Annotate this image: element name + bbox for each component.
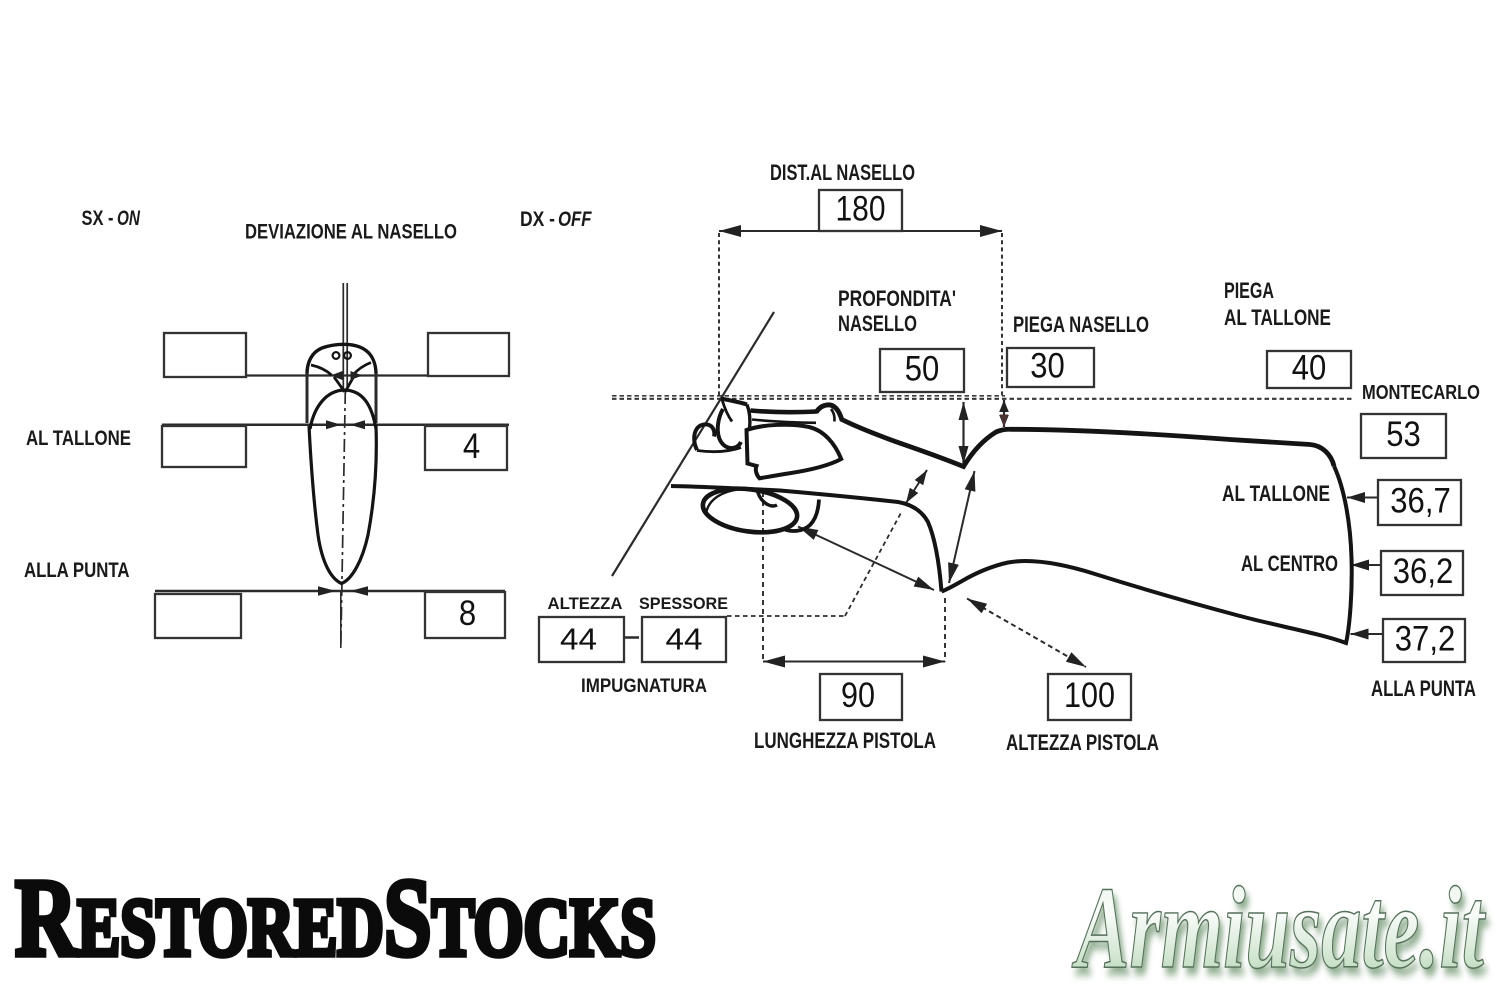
svg-text:PROFONDITA': PROFONDITA' — [838, 286, 956, 311]
svg-text:ALLA PUNTA: ALLA PUNTA — [24, 558, 130, 582]
svg-text:MONTECARLO: MONTECARLO — [1362, 382, 1480, 404]
svg-text:AL TALLONE: AL TALLONE — [1222, 481, 1330, 506]
svg-text:44: 44 — [560, 623, 597, 657]
svg-text:ON: ON — [117, 207, 141, 230]
svg-text:PIEGA: PIEGA — [1224, 278, 1274, 303]
svg-text:30: 30 — [1030, 347, 1065, 386]
svg-text:NASELLO: NASELLO — [838, 311, 917, 336]
svg-text:8: 8 — [459, 594, 476, 633]
svg-text:36,7: 36,7 — [1390, 482, 1451, 521]
svg-text:36,2: 36,2 — [1393, 552, 1454, 591]
svg-text:ALLA PUNTA: ALLA PUNTA — [1371, 676, 1476, 701]
svg-text:44: 44 — [666, 623, 703, 657]
svg-text:50: 50 — [905, 350, 940, 389]
svg-text:100: 100 — [1064, 676, 1115, 715]
svg-text:OFF: OFF — [558, 208, 592, 231]
svg-text:53: 53 — [1386, 415, 1421, 454]
svg-text:90: 90 — [841, 676, 875, 715]
svg-text:40: 40 — [1292, 349, 1327, 388]
svg-text:ALTEZZA: ALTEZZA — [548, 594, 623, 613]
svg-text:DX -: DX - — [520, 208, 555, 231]
svg-text:SPESSORE: SPESSORE — [639, 594, 728, 613]
svg-text:4: 4 — [463, 427, 480, 466]
svg-text:AL TALLONE: AL TALLONE — [26, 426, 131, 450]
svg-text:37,2: 37,2 — [1395, 620, 1456, 659]
svg-text:LUNGHEZZA PISTOLA: LUNGHEZZA PISTOLA — [754, 728, 936, 753]
svg-text:PIEGA NASELLO: PIEGA NASELLO — [1013, 312, 1149, 337]
svg-text:ALTEZZA PISTOLA: ALTEZZA PISTOLA — [1006, 730, 1159, 755]
svg-text:RESTOREDSTOCKS: RESTOREDSTOCKS — [15, 857, 656, 980]
svg-text:Armiusate.it: Armiusate.it — [1071, 862, 1486, 993]
svg-text:180: 180 — [836, 190, 886, 229]
svg-text:DIST.AL NASELLO: DIST.AL NASELLO — [770, 160, 915, 185]
svg-text:IMPUGNATURA: IMPUGNATURA — [581, 676, 707, 697]
svg-text:DEVIAZIONE AL NASELLO: DEVIAZIONE AL NASELLO — [245, 221, 457, 244]
svg-text:AL TALLONE: AL TALLONE — [1224, 305, 1331, 330]
svg-text:SX -: SX - — [82, 207, 114, 230]
svg-text:AL CENTRO: AL CENTRO — [1241, 551, 1338, 576]
